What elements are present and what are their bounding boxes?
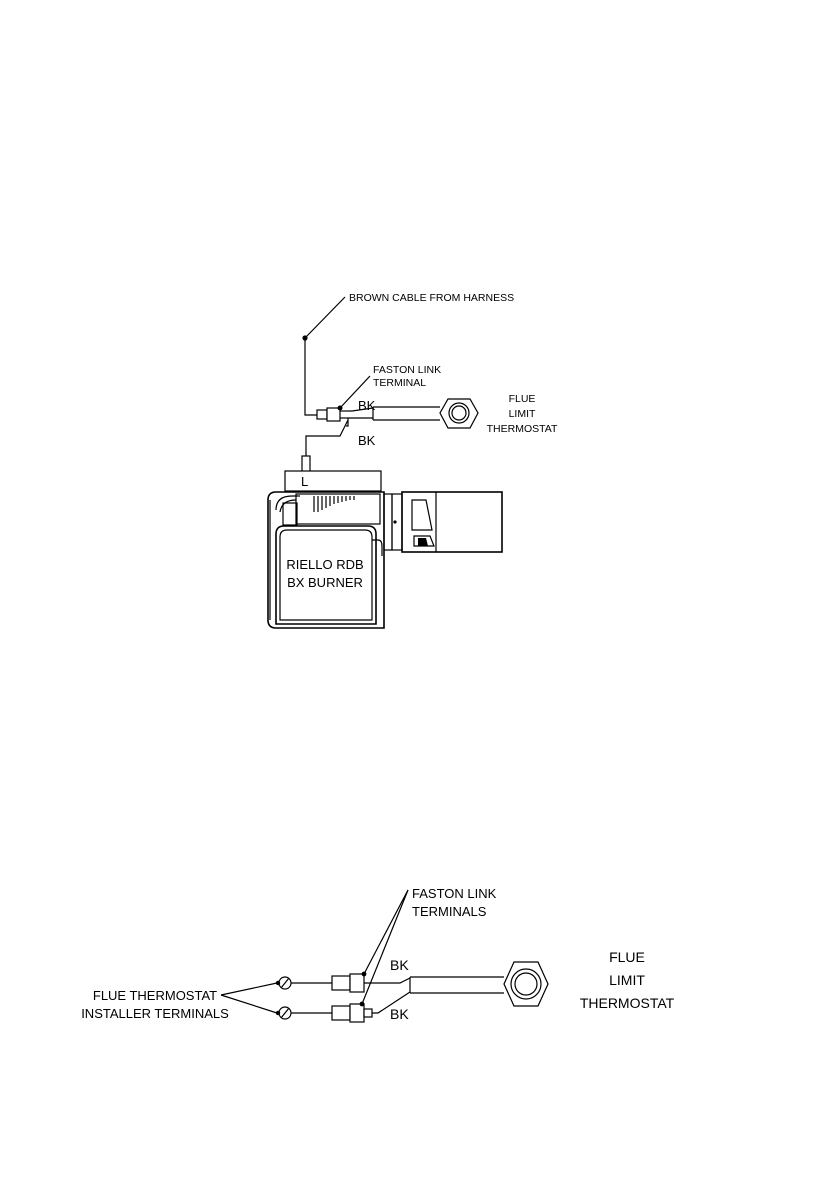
faston-terminal-lower-left — [332, 1006, 350, 1020]
thermostat-bottom-label-line3: THERMOSTAT — [580, 995, 675, 1011]
bk-wire-upper-label: BK — [390, 957, 409, 973]
burner-cooling-fins — [314, 496, 354, 512]
thermostat-label-line3: THERMOSTAT — [487, 423, 558, 435]
blast-tube-flange-left — [384, 494, 392, 550]
faston-label-line2: TERMINAL — [373, 377, 426, 389]
thermostat-nut-inner-ring — [452, 406, 466, 420]
faston-terminals-label-line2: TERMINALS — [412, 904, 487, 919]
burner-cover-tab — [372, 540, 382, 556]
installer-terminal-upper — [279, 977, 291, 989]
brown-cable-wire — [305, 338, 318, 415]
faston-label-line1: FASTON LINK — [373, 364, 441, 376]
bottom-wiring-diagram: FLUE THERMOSTAT INSTALLER TERMINALS FAST… — [81, 886, 674, 1022]
installer-leader-lower-dot — [276, 1011, 280, 1015]
blast-tube-window-lower-shade — [418, 538, 428, 546]
faston-link-terminal-body — [327, 408, 340, 421]
burner-left-bracket-inner — [280, 500, 296, 512]
faston-terminals-label-line1: FASTON LINK — [412, 886, 497, 901]
installer-label-line1: FLUE THERMOSTAT — [93, 988, 217, 1003]
wire-lower-to-block — [306, 420, 348, 456]
blast-tube-window-upper — [412, 500, 432, 530]
wire-lower-label: BK — [358, 433, 376, 448]
bk-wire-lower-label: BK — [390, 1006, 409, 1022]
faston-leader-dot — [338, 406, 343, 411]
installer-terminal-lower — [279, 1007, 291, 1019]
installer-leader-lower — [221, 995, 277, 1013]
faston-link-terminal-left — [317, 410, 327, 419]
burner-label-line2: BX BURNER — [287, 575, 363, 590]
faston-terminal-lower-right — [350, 1004, 364, 1022]
blast-tube-body — [402, 492, 502, 552]
burner-small-window — [283, 503, 297, 525]
brown-cable-label: BROWN CABLE FROM HARNESS — [349, 292, 514, 304]
burner-blast-tube — [384, 492, 502, 552]
block-pin-terminal — [302, 456, 310, 472]
thermostat-bottom-label-line1: FLUE — [609, 949, 645, 965]
thermostat-bottom-label-line2: LIMIT — [609, 972, 645, 988]
terminal-block-label: L — [301, 474, 308, 489]
burner-label-line1: RIELLO RDB — [286, 557, 363, 572]
faston-terminal-upper-left — [332, 976, 350, 990]
installer-leader-upper — [221, 983, 277, 995]
terminal-block — [285, 471, 381, 491]
faston-leader-lower-dot — [360, 1002, 365, 1007]
faston-leader-upper-dot — [362, 972, 367, 977]
top-wiring-diagram: BROWN CABLE FROM HARNESS FASTON LINK TER… — [268, 292, 558, 628]
faston-terminal-upper-right — [350, 974, 364, 992]
burner-body: RIELLO RDB BX BURNER — [268, 492, 384, 628]
brown-cable-leader-line — [305, 297, 345, 338]
thermostat-label-line2: LIMIT — [509, 408, 536, 420]
faston-leader-lower — [362, 890, 408, 1004]
installer-leader-upper-dot — [276, 981, 280, 985]
thermostat-label-line1: FLUE — [509, 393, 536, 405]
flange-bolt — [393, 520, 396, 523]
thermostat-nut-bottom-inner-ring — [515, 973, 537, 995]
installer-label-line2: INSTALLER TERMINALS — [81, 1006, 229, 1021]
faston-terminal-lower-tip — [364, 1009, 372, 1017]
